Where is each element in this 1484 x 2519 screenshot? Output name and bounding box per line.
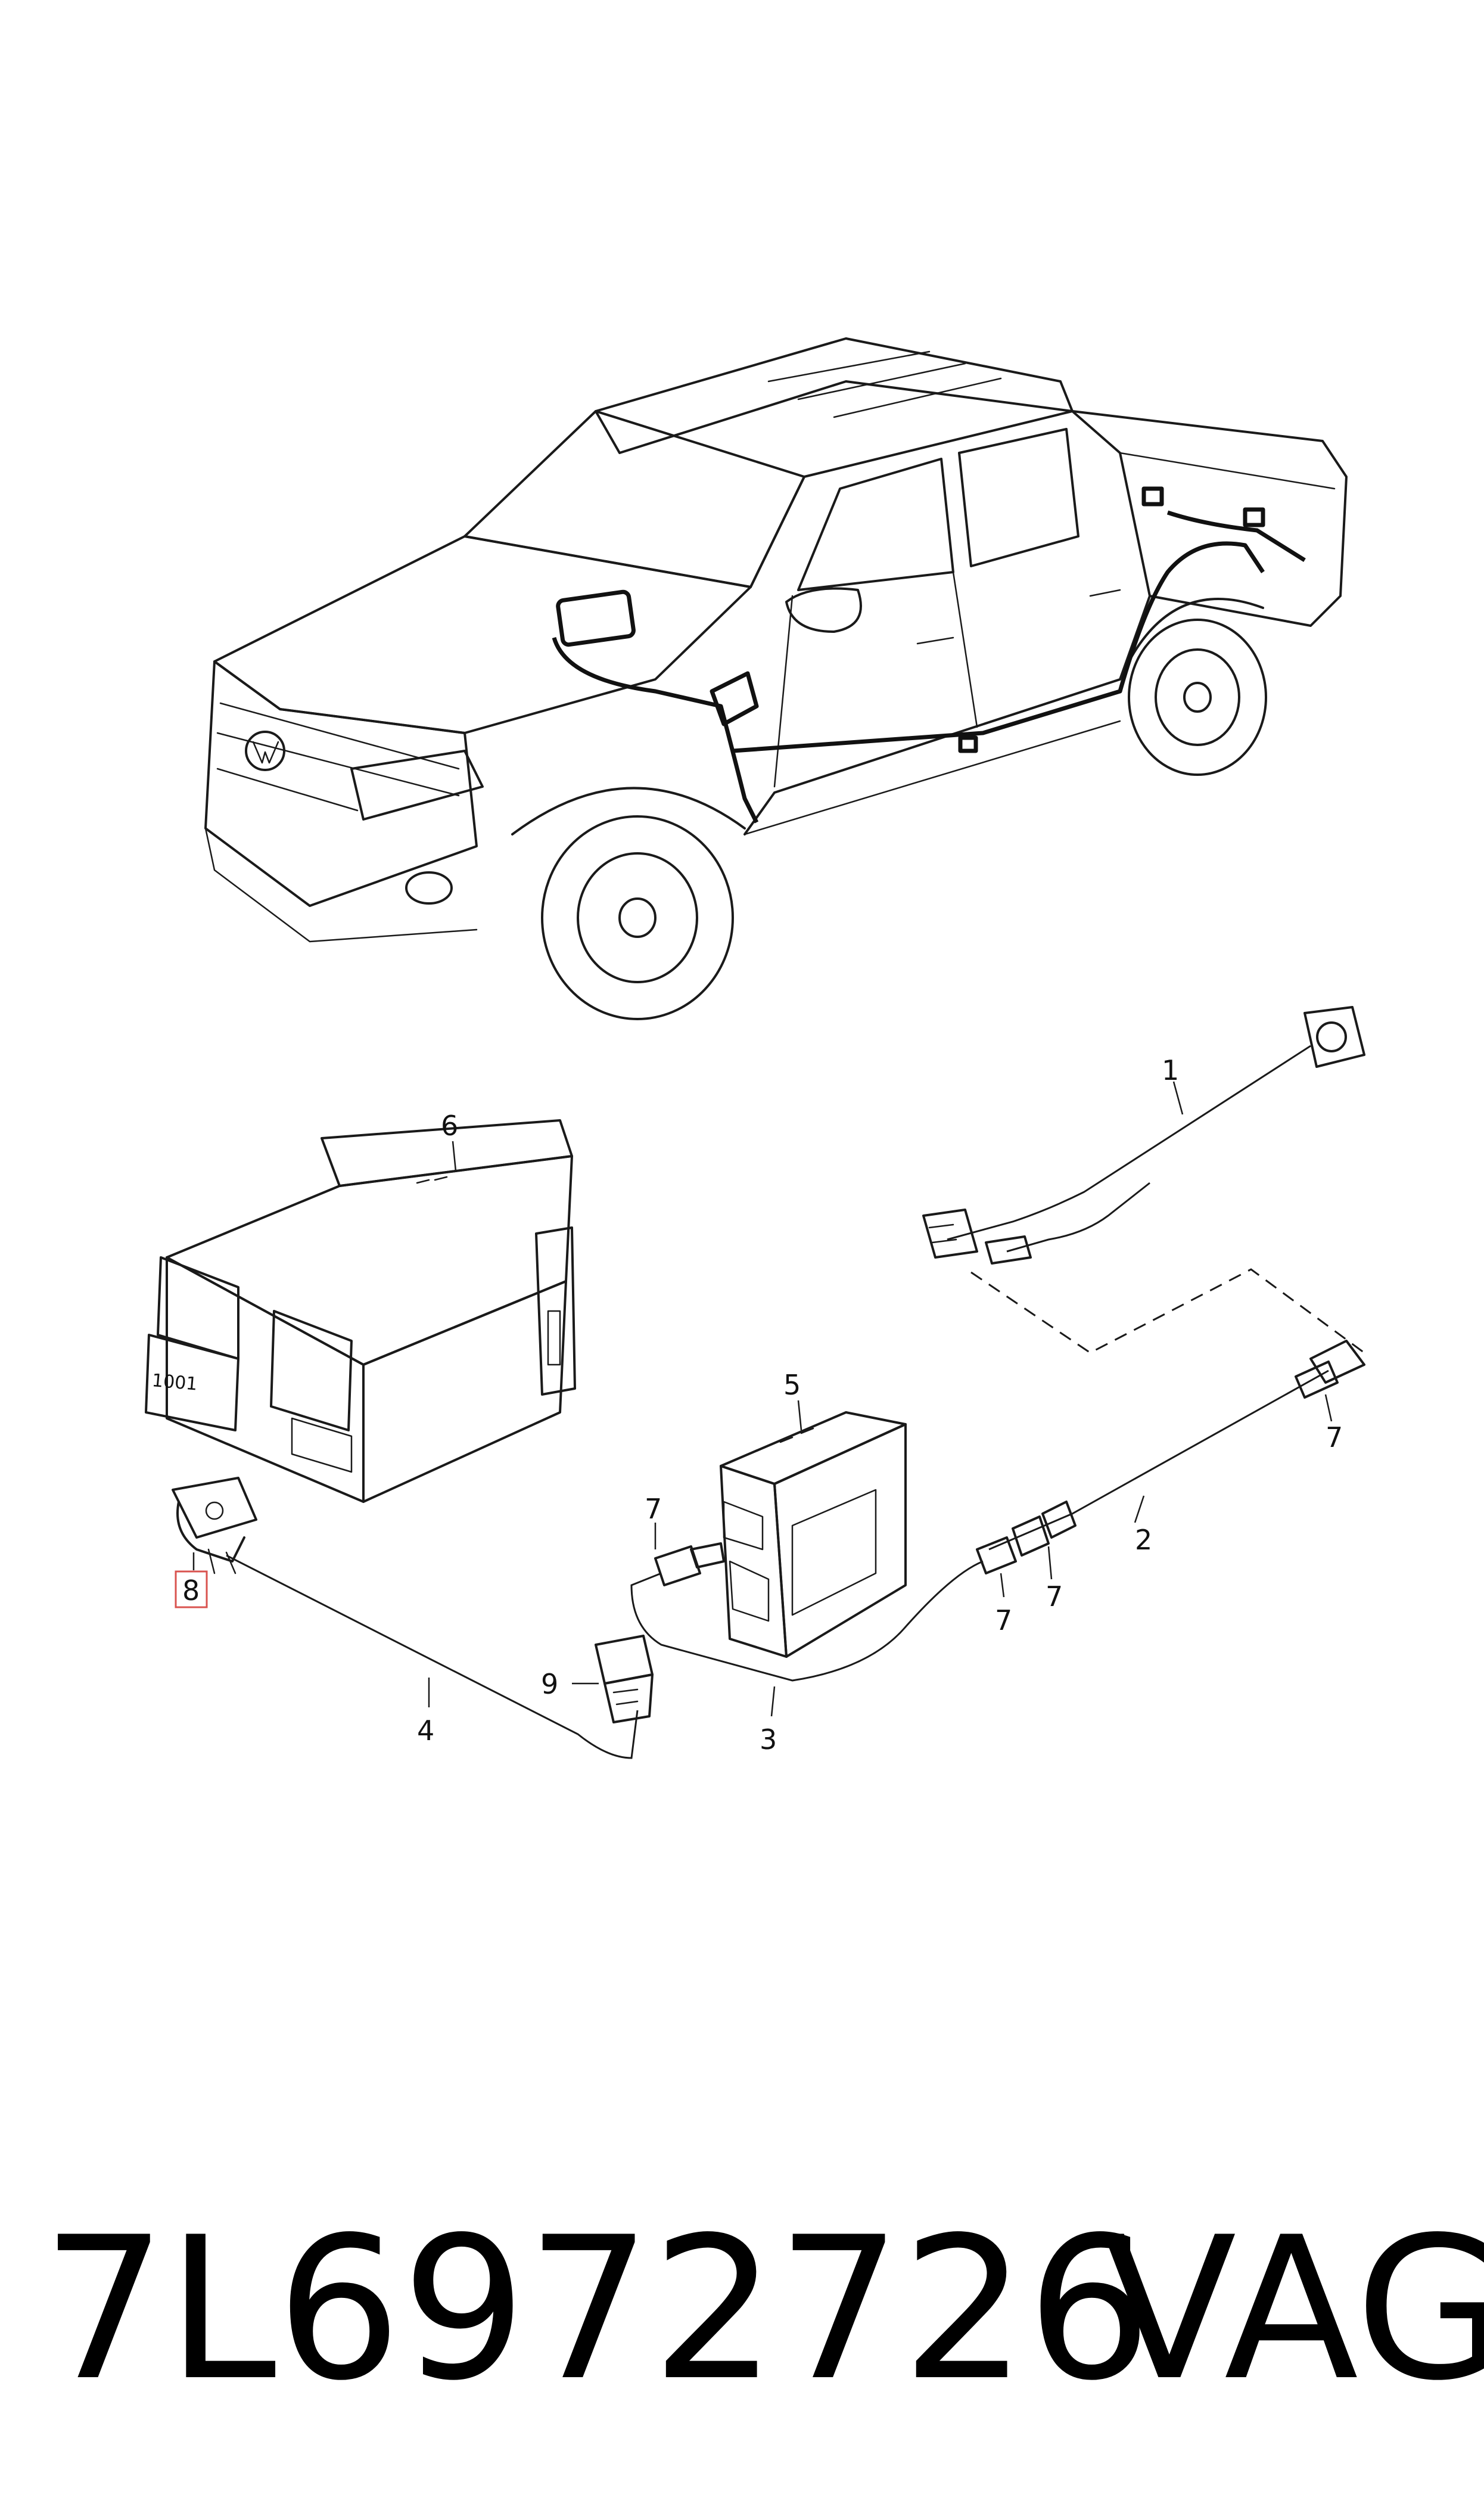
callout-7d: 7 <box>645 1493 662 1525</box>
cable-1 <box>922 1006 1365 1265</box>
cable-4 <box>226 1554 639 1759</box>
connector-9 <box>595 1635 654 1723</box>
pickup-truck-illustration <box>204 337 1348 1020</box>
callout-2: 2 <box>1135 1524 1152 1556</box>
callout-6: 6 <box>441 1110 458 1142</box>
callout-8: 8 <box>182 1574 200 1607</box>
brand-caption: VAG <box>1102 2195 1484 2424</box>
callout-9: 9 <box>541 1668 558 1700</box>
connection-dashed-line <box>970 1268 1365 1354</box>
cable-3 <box>630 1536 1017 1682</box>
callout-7c: 7 <box>995 1604 1012 1636</box>
callout-5: 5 <box>783 1369 801 1401</box>
truck-wiring-harness <box>552 486 1306 824</box>
control-module-6: 1001 <box>145 1119 576 1503</box>
cable-2 <box>988 1340 1365 1557</box>
control-unit-5 <box>720 1411 907 1658</box>
callout-labels: 1 2 3 4 5 6 7 7 7 7 8 9 <box>175 1054 1343 1756</box>
callout-7a: 7 <box>1326 1421 1343 1453</box>
part-number-caption: 7L6972726 <box>42 2195 1152 2424</box>
callout-3: 3 <box>760 1723 777 1756</box>
callout-7b: 7 <box>1046 1580 1063 1613</box>
callout-1: 1 <box>1162 1054 1179 1086</box>
callout-8-highlight <box>175 1570 208 1608</box>
sensor-8 <box>172 1477 257 1574</box>
callout-4: 4 <box>417 1714 434 1747</box>
module-label: 1001 <box>151 1370 198 1395</box>
